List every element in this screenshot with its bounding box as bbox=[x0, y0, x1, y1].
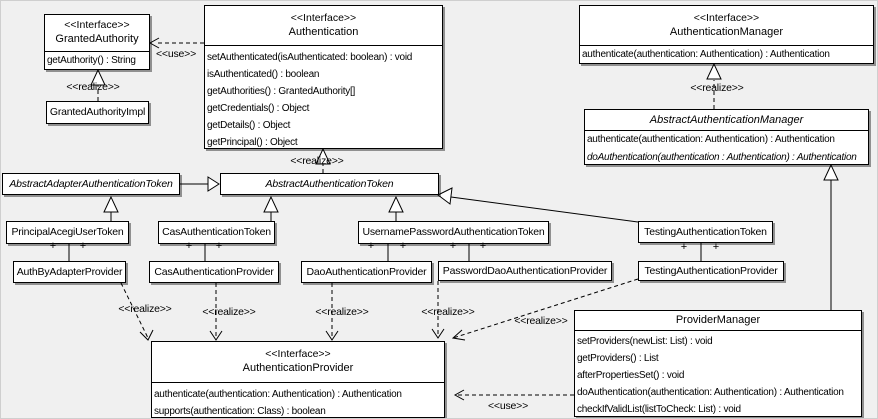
class-principal-acegi-user-token[interactable]: PrincipalAcegiUserToken bbox=[6, 221, 129, 244]
class-granted-authority-impl[interactable]: GrantedAuthorityImpl bbox=[46, 101, 149, 124]
class-name: ProviderManager bbox=[675, 314, 761, 326]
edge-realize-testingprovider bbox=[451, 278, 639, 341]
method: isAuthenticated() : boolean bbox=[207, 69, 320, 80]
assoc-end-plus: + bbox=[367, 240, 375, 252]
method: getAuthority() : String bbox=[47, 55, 136, 66]
class-name: CasAuthenticationProvider bbox=[154, 266, 274, 278]
class-cas-authentication-provider[interactable]: CasAuthenticationProvider bbox=[149, 261, 279, 283]
assoc-end-plus: + bbox=[479, 240, 487, 252]
class-name: TestingAuthenticationToken bbox=[644, 226, 767, 238]
class-abstract-adapter-authentication-token[interactable]: AbstractAdapterAuthenticationToken bbox=[2, 173, 180, 195]
assoc-end-plus: + bbox=[449, 240, 457, 252]
edge-gen-testingtoken bbox=[437, 187, 639, 223]
class-abstract-authentication-token[interactable]: AbstractAuthenticationToken bbox=[220, 173, 439, 195]
method: doAuthentication(authentication : Authen… bbox=[587, 151, 857, 163]
stereotype: <<Interface>> bbox=[290, 11, 357, 24]
assoc-end-plus: + bbox=[79, 240, 87, 252]
stereotype: <<Interface>> bbox=[64, 19, 130, 31]
class-name: Authentication bbox=[288, 25, 359, 38]
method: authenticate(authentication: Authenticat… bbox=[154, 389, 402, 400]
class-name: AuthByAdapterProvider bbox=[16, 266, 123, 278]
class-provider-manager[interactable]: ProviderManager setProviders(newList: Li… bbox=[574, 310, 862, 417]
edge-use-providermanager-authenticationprovider bbox=[453, 389, 574, 401]
method: getDetails() : Object bbox=[207, 120, 291, 131]
method: getProviders() : List bbox=[577, 353, 659, 364]
method: doAuthentication(authentication: Authent… bbox=[577, 387, 844, 398]
assoc-end-plus: + bbox=[49, 240, 57, 252]
edge-gen-principaltoken bbox=[103, 195, 119, 221]
class-username-password-authentication-token[interactable]: UsernamePasswordAuthenticationToken bbox=[358, 221, 549, 244]
method: getCredentials() : Object bbox=[207, 103, 310, 114]
method: afterPropertiesSet() : void bbox=[577, 370, 685, 381]
stereotype: <<Interface>> bbox=[265, 348, 331, 360]
edge-gen-castoken bbox=[263, 195, 279, 221]
method: setProviders(newList: List) : void bbox=[577, 336, 713, 347]
class-authentication-provider[interactable]: <<Interface>> AuthenticationProvider aut… bbox=[151, 341, 445, 418]
edge-realize-abstracttoken-authentication bbox=[315, 147, 331, 173]
class-testing-authentication-provider[interactable]: TestingAuthenticationProvider bbox=[638, 261, 784, 281]
class-name: AuthenticationProvider bbox=[242, 362, 354, 374]
class-cas-authentication-token[interactable]: CasAuthenticationToken bbox=[158, 221, 275, 244]
class-authentication[interactable]: <<Interface>> Authentication setAuthenti… bbox=[204, 5, 443, 149]
method: getPrincipal() : Object bbox=[207, 137, 298, 148]
edge-gen-adaptertoken-abstracttoken bbox=[180, 176, 220, 192]
edge-label-realize: <<realize>> bbox=[514, 315, 568, 327]
class-name: TestingAuthenticationProvider bbox=[644, 265, 778, 277]
assoc-end-plus: + bbox=[680, 241, 688, 253]
class-auth-by-adapter-provider[interactable]: AuthByAdapterProvider bbox=[13, 261, 126, 283]
edge-realize-daoprovider bbox=[325, 283, 339, 341]
assoc-end-plus: + bbox=[712, 241, 720, 253]
class-name: AuthenticationManager bbox=[669, 25, 784, 38]
method: authenticate(authentication: Authenticat… bbox=[587, 134, 835, 145]
stereotype: <<Interface>> bbox=[693, 11, 760, 24]
method: supports(authentication: Class) : boolea… bbox=[154, 406, 326, 417]
assoc-end-plus: + bbox=[399, 240, 407, 252]
edge-label-realize: <<realize>> bbox=[290, 155, 344, 167]
edge-label-use: <<use>> bbox=[487, 400, 529, 412]
edge-label-use: <<use>> bbox=[155, 48, 197, 60]
edge-label-realize: <<realize>> bbox=[421, 306, 475, 318]
edge-realize-passworddaoprovider bbox=[431, 281, 445, 339]
class-name: GrantedAuthorityImpl bbox=[49, 106, 146, 118]
edge-label-realize: <<realize>> bbox=[315, 306, 369, 318]
class-testing-authentication-token[interactable]: TestingAuthenticationToken bbox=[638, 221, 773, 243]
edge-label-realize: <<realize>> bbox=[690, 82, 744, 94]
method: setAuthenticated(isAuthenticated: boolea… bbox=[207, 52, 413, 63]
edge-label-realize: <<realize>> bbox=[118, 303, 172, 315]
method: authenticate(authentication: Authenticat… bbox=[582, 49, 830, 60]
class-name: PasswordDaoAuthenticationProvider bbox=[442, 265, 608, 277]
class-granted-authority[interactable]: <<Interface>> GrantedAuthority getAuthor… bbox=[44, 14, 150, 70]
class-name: UsernamePasswordAuthenticationToken bbox=[362, 226, 545, 238]
class-name: CasAuthenticationToken bbox=[162, 226, 271, 238]
edge-realize-abstractmanager-authenticationmanager bbox=[706, 62, 722, 109]
edge-gen-providermanager bbox=[823, 163, 839, 310]
class-authentication-manager[interactable]: <<Interface>> AuthenticationManager auth… bbox=[579, 5, 874, 64]
edge-realize-authbyadapterprovider bbox=[120, 282, 154, 341]
class-name: AbstractAuthenticationToken bbox=[265, 178, 394, 190]
class-name: GrantedAuthority bbox=[55, 33, 139, 45]
class-name: AbstractAdapterAuthenticationToken bbox=[9, 178, 173, 190]
edge-gen-usernametoken bbox=[388, 195, 404, 221]
edge-realize-casprovider bbox=[209, 283, 223, 341]
class-password-dao-authentication-provider[interactable]: PasswordDaoAuthenticationProvider bbox=[438, 261, 612, 281]
method: checkIfValidList(listToCheck: List) : vo… bbox=[577, 404, 741, 415]
class-abstract-authentication-manager[interactable]: AbstractAuthenticationManager authentica… bbox=[584, 109, 869, 165]
edge-label-realize: <<realize>> bbox=[202, 306, 256, 318]
class-dao-authentication-provider[interactable]: DaoAuthenticationProvider bbox=[301, 261, 432, 283]
class-name: PrincipalAcegiUserToken bbox=[11, 226, 124, 238]
method: getAuthorities() : GrantedAuthority[] bbox=[207, 86, 356, 97]
assoc-end-plus: + bbox=[185, 240, 193, 252]
edge-realize-grantedauthorityimpl bbox=[90, 68, 106, 101]
class-name: AbstractAuthenticationManager bbox=[649, 113, 804, 126]
assoc-end-plus: + bbox=[215, 240, 223, 252]
class-name: DaoAuthenticationProvider bbox=[306, 266, 427, 278]
edge-use-authentication-grantedauthority bbox=[148, 37, 204, 49]
edge-label-realize: <<realize>> bbox=[66, 81, 120, 93]
